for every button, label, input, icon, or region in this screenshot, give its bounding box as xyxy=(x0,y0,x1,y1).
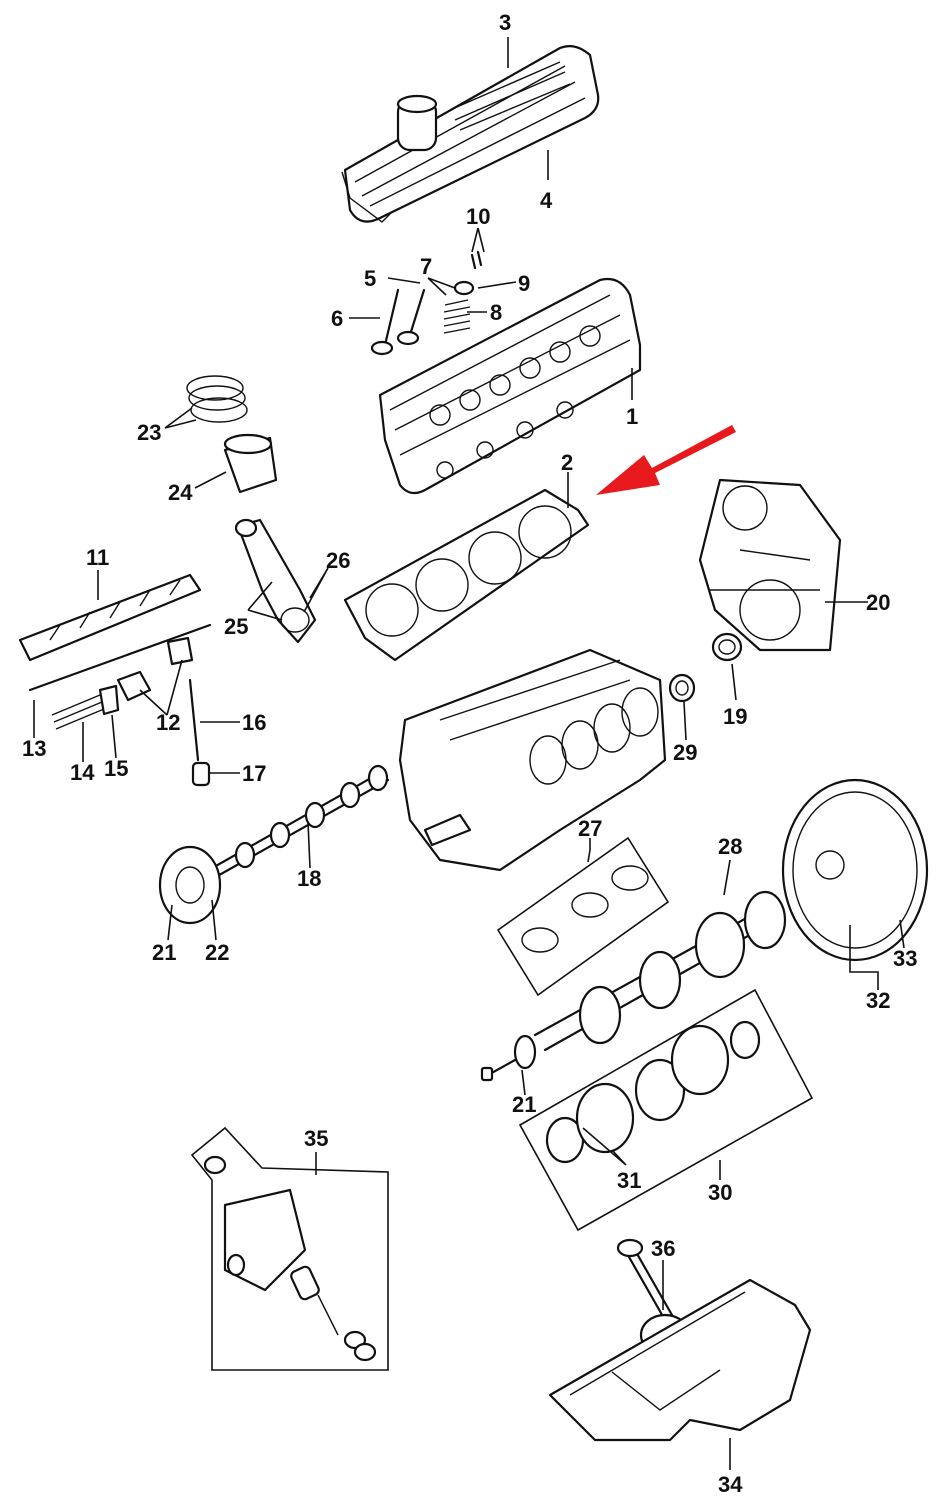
callout-9: 9 xyxy=(518,271,530,296)
callout-16: 16 xyxy=(242,710,266,735)
oil-pan xyxy=(548,1278,812,1442)
crankshaft xyxy=(533,890,787,1052)
callout-19: 19 xyxy=(723,704,747,729)
cylinder-head xyxy=(378,277,642,495)
connecting-rod xyxy=(234,518,317,644)
piston-rings xyxy=(186,375,248,423)
callout-7: 7 xyxy=(420,254,432,279)
callout-17: 17 xyxy=(242,761,266,786)
callout-34: 34 xyxy=(718,1472,743,1497)
callout-35: 35 xyxy=(304,1126,328,1151)
callout-8: 8 xyxy=(490,300,502,325)
callout-32: 32 xyxy=(866,988,890,1013)
callout-labels: 3 4 10 5 7 9 6 8 1 23 24 2 20 11 26 25 1… xyxy=(22,10,917,1497)
callout-10: 10 xyxy=(466,204,490,229)
callout-28: 28 xyxy=(718,834,742,859)
engine-block xyxy=(398,648,667,872)
callout-36: 36 xyxy=(651,1236,675,1261)
flywheel xyxy=(781,778,929,962)
callout-6: 6 xyxy=(331,306,343,331)
callout-26: 26 xyxy=(326,548,350,573)
callout-20: 20 xyxy=(866,590,890,615)
callout-29: 29 xyxy=(673,740,697,765)
rear-main-seal xyxy=(668,673,696,703)
callout-1: 1 xyxy=(626,404,638,429)
valve-train-small-parts xyxy=(370,250,483,356)
oil-pump-box xyxy=(190,1126,389,1371)
callout-5: 5 xyxy=(364,266,376,291)
callout-14: 14 xyxy=(70,760,95,785)
crank-gear-and-bolt xyxy=(480,1034,537,1082)
balancer-box xyxy=(518,988,814,1232)
callout-12: 12 xyxy=(156,710,180,735)
callout-11: 11 xyxy=(86,545,109,570)
callout-22: 22 xyxy=(205,940,229,965)
callout-30: 30 xyxy=(708,1180,732,1205)
callout-24: 24 xyxy=(168,480,193,505)
rocker-arm-assembly xyxy=(18,573,212,692)
cam-sprocket xyxy=(158,845,222,925)
front-seal xyxy=(711,632,743,662)
callout-3: 3 xyxy=(499,10,511,35)
callout-31: 31 xyxy=(617,1168,641,1193)
rocker-and-lifter-parts xyxy=(51,636,211,787)
callout-25: 25 xyxy=(224,614,248,639)
callout-21-camshaft: 21 xyxy=(152,940,176,965)
piston xyxy=(223,433,278,494)
callout-4: 4 xyxy=(540,188,553,213)
valve-cover xyxy=(341,45,600,223)
callout-33: 33 xyxy=(893,946,917,971)
leader-lines xyxy=(33,37,905,1470)
callout-21-crank: 21 xyxy=(512,1092,536,1117)
camshaft xyxy=(198,764,390,885)
timing-cover xyxy=(698,478,842,652)
callout-18: 18 xyxy=(297,866,321,891)
main-bearings-box xyxy=(496,836,670,997)
callout-27: 27 xyxy=(578,816,602,841)
red-arrow-pointer xyxy=(596,425,736,495)
callout-15: 15 xyxy=(104,756,128,781)
callout-2: 2 xyxy=(561,450,573,475)
head-gasket xyxy=(343,488,590,662)
callout-23: 23 xyxy=(137,420,161,445)
callout-13: 13 xyxy=(22,736,46,761)
